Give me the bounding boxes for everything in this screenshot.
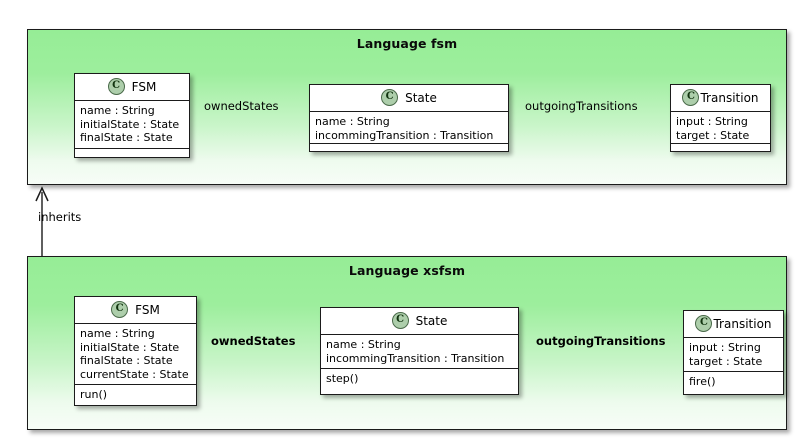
attributes-compartment: name : String incommingTransition : Tran… bbox=[321, 335, 518, 368]
association-label-fsm-ownedstates: ownedStates bbox=[204, 99, 279, 113]
class-box-xsfsm-transition[interactable]: C Transition input : String target : Sta… bbox=[683, 310, 784, 395]
class-c-icon: C bbox=[107, 78, 125, 95]
attribute-row: name : String bbox=[80, 327, 155, 340]
attributes-compartment: name : String initialState : State final… bbox=[75, 324, 196, 384]
attribute-row: name : String bbox=[315, 115, 390, 128]
operations-compartment: step() bbox=[321, 368, 518, 389]
inherits-arrowhead-icon bbox=[35, 186, 49, 202]
class-box-xsfsm-fsm[interactable]: C FSM name : String initialState : State… bbox=[74, 296, 197, 406]
class-box-fsm-state[interactable]: C State name : String incommingTransitio… bbox=[309, 84, 509, 152]
class-box-fsm-transition[interactable]: C Transition input : String target : Sta… bbox=[670, 84, 771, 152]
class-c-icon: C bbox=[381, 89, 399, 106]
class-name-label: Transition bbox=[713, 316, 772, 331]
class-box-fsm-fsm[interactable]: C FSM name : String initialState : State… bbox=[74, 73, 190, 158]
class-header-fsm-transition: C Transition bbox=[671, 85, 770, 112]
class-header-fsm-state: C State bbox=[310, 85, 508, 112]
operations-compartment: run() bbox=[75, 384, 196, 405]
attributes-compartment: name : String incommingTransition : Tran… bbox=[310, 112, 508, 143]
operations-compartment bbox=[671, 142, 770, 151]
class-name-label: Transition bbox=[700, 90, 759, 105]
class-header-fsm-fsm: C FSM bbox=[75, 74, 189, 101]
attribute-row: incommingTransition : Transition bbox=[326, 351, 505, 365]
attributes-compartment: name : String initialState : State final… bbox=[75, 101, 189, 148]
package-title-fsm: Language fsm bbox=[356, 36, 458, 51]
class-box-xsfsm-state[interactable]: C State name : String incommingTransitio… bbox=[320, 307, 519, 395]
attribute-row: input : String bbox=[676, 115, 748, 128]
association-label-xsfsm-ownedstates: ownedStates bbox=[211, 334, 296, 348]
class-c-icon: C bbox=[682, 89, 700, 106]
attributes-compartment: input : String target : State bbox=[684, 338, 783, 371]
operation-row: fire() bbox=[689, 375, 716, 388]
class-name-label: State bbox=[415, 313, 448, 328]
attribute-row: initialState : State bbox=[80, 340, 180, 354]
class-header-xsfsm-fsm: C FSM bbox=[75, 297, 196, 324]
attribute-row: input : String bbox=[689, 341, 761, 354]
attribute-row: finalState : State bbox=[80, 354, 173, 367]
attribute-row: incommingTransition : Transition bbox=[315, 128, 494, 142]
association-label-xsfsm-outgoingtransitions: outgoingTransitions bbox=[536, 334, 666, 348]
attribute-row: target : State bbox=[676, 128, 750, 142]
association-label-fsm-outgoingtransitions: outgoingTransitions bbox=[525, 99, 638, 113]
attribute-row: target : State bbox=[689, 354, 763, 368]
class-c-icon: C bbox=[695, 315, 713, 332]
class-c-icon: C bbox=[391, 312, 409, 329]
attribute-row: initialState : State bbox=[80, 117, 180, 131]
attribute-row: currentState : State bbox=[80, 367, 189, 381]
operation-row: run() bbox=[80, 388, 108, 401]
class-name-label: State bbox=[405, 90, 437, 105]
operations-compartment: fire() bbox=[684, 371, 783, 392]
attribute-row: name : String bbox=[80, 104, 155, 117]
package-title-xsfsm: Language xsfsm bbox=[348, 263, 466, 278]
attribute-row: finalState : State bbox=[80, 131, 173, 144]
class-header-xsfsm-transition: C Transition bbox=[684, 311, 783, 338]
class-c-icon: C bbox=[111, 301, 129, 318]
class-header-xsfsm-state: C State bbox=[321, 308, 518, 335]
attributes-compartment: input : String target : State bbox=[671, 112, 770, 143]
operations-compartment bbox=[75, 147, 189, 157]
inherits-label: inherits bbox=[38, 210, 82, 224]
operation-row: step() bbox=[326, 372, 359, 385]
class-name-label: FSM bbox=[131, 79, 157, 94]
class-name-label: FSM bbox=[135, 302, 160, 317]
operations-compartment bbox=[310, 142, 508, 151]
attribute-row: name : String bbox=[326, 338, 401, 351]
